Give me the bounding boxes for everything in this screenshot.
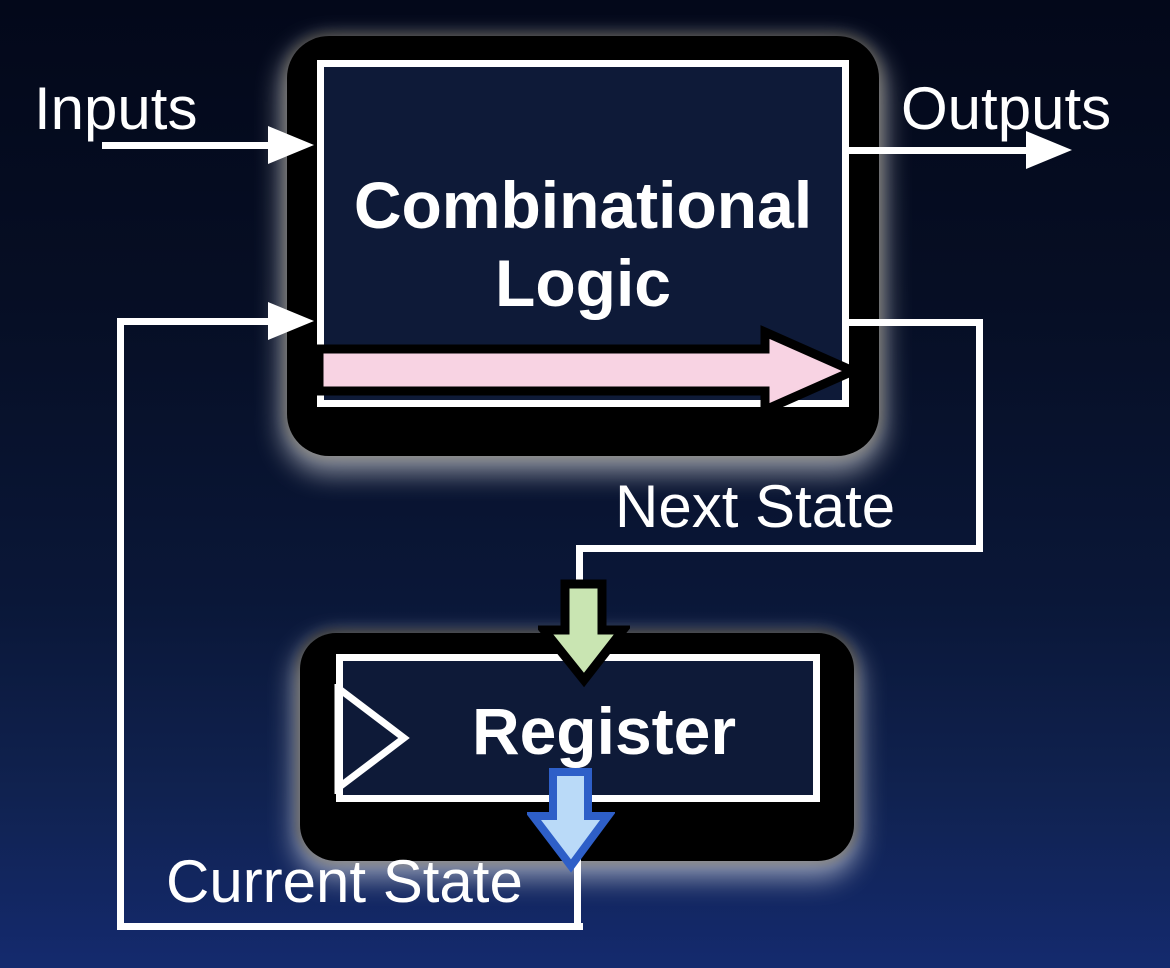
next-state-wire-horizontal (576, 545, 983, 552)
inputs-arrowhead-icon (268, 126, 314, 164)
feedback-arrowhead-icon (268, 302, 314, 340)
blue-down-arrow (527, 768, 615, 873)
next-state-wire-drop (576, 545, 583, 603)
outputs-label: Outputs (901, 75, 1112, 142)
next-state-label: Next State (615, 473, 896, 540)
feedback-wire-bottom (117, 923, 583, 930)
inputs-wire (102, 142, 282, 149)
current-state-label: Current State (166, 848, 523, 915)
clock-edge-triangle-icon (334, 684, 410, 794)
outputs-arrowhead-icon (1026, 131, 1072, 169)
next-state-wire-right-vertical (976, 319, 983, 552)
register-label: Register (471, 694, 737, 768)
feedback-wire-left-vertical (117, 318, 124, 930)
pink-right-arrow (314, 325, 861, 417)
combinational-logic-label: Combinational Logic (353, 168, 813, 320)
green-down-arrow (538, 579, 630, 688)
feedback-wire-top (117, 318, 282, 325)
inputs-label: Inputs (34, 75, 198, 142)
feedback-wire-right-vertical (574, 798, 581, 930)
outputs-wire (846, 147, 1036, 154)
next-state-wire-exit (846, 319, 983, 326)
